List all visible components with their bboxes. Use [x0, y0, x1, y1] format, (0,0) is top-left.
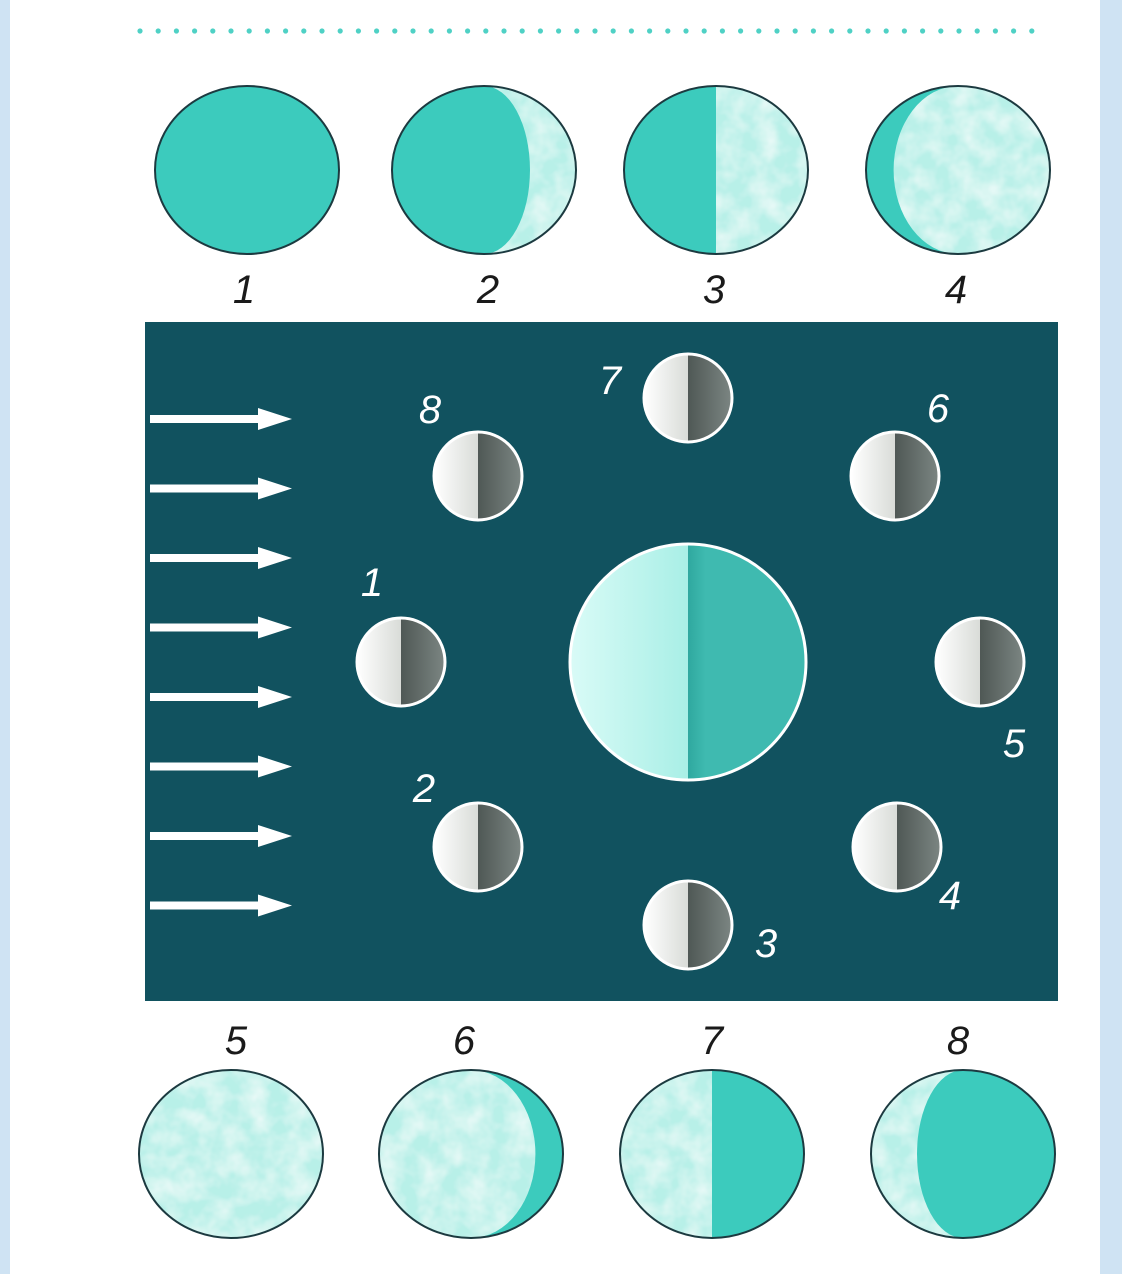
rule-dot: [720, 28, 725, 33]
half-lit-moon-icon: [853, 803, 941, 891]
half-lit-moon-icon: [434, 432, 522, 520]
rule-dot: [228, 28, 233, 33]
moon-phase-icon: [866, 86, 1050, 254]
rule-dot: [447, 28, 452, 33]
rule-dot: [265, 28, 270, 33]
half-lit-moon-icon: [851, 432, 939, 520]
half-lit-moon-icon: [644, 354, 732, 442]
rule-dot: [702, 28, 707, 33]
rule-dot: [884, 28, 889, 33]
rule-dot: [683, 28, 688, 33]
rule-dot: [301, 28, 306, 33]
rule-dot: [756, 28, 761, 33]
rule-dot: [429, 28, 434, 33]
orbit-label: 1: [361, 561, 383, 605]
rule-dot: [483, 28, 488, 33]
rule-dot: [174, 28, 179, 33]
rule-dot: [774, 28, 779, 33]
phase-label: 1: [233, 268, 255, 312]
rule-dot: [793, 28, 798, 33]
orbit-label: 8: [419, 388, 442, 432]
rule-dot: [319, 28, 324, 33]
rule-dot: [629, 28, 634, 33]
rule-dot: [465, 28, 470, 33]
phase-label: 6: [453, 1019, 476, 1063]
half-lit-moon-icon: [936, 618, 1024, 706]
rule-dot: [283, 28, 288, 33]
rule-dot: [338, 28, 343, 33]
half-lit-moon-icon: [357, 618, 445, 706]
phase-label: 3: [703, 268, 725, 312]
orbit-label: 6: [927, 387, 950, 431]
rule-dot: [665, 28, 670, 33]
rule-dot: [920, 28, 925, 33]
half-lit-moon-icon: [644, 881, 732, 969]
rule-dot: [501, 28, 506, 33]
rule-dot: [829, 28, 834, 33]
rule-dot: [865, 28, 870, 33]
rule-dot: [902, 28, 907, 33]
orbit-label: 4: [939, 874, 961, 918]
rule-dot: [592, 28, 597, 33]
rule-dot: [192, 28, 197, 33]
orbit-label: 2: [412, 767, 435, 811]
rule-dot: [574, 28, 579, 33]
phase-label: 7: [701, 1019, 725, 1063]
rule-dot: [556, 28, 561, 33]
rule-dot: [137, 28, 142, 33]
rule-dot: [611, 28, 616, 33]
phase-label: 4: [945, 268, 967, 312]
moon-phase-icon: [624, 86, 808, 254]
rule-dot: [538, 28, 543, 33]
rule-dot: [993, 28, 998, 33]
phase-label: 2: [476, 268, 499, 312]
rule-dot: [410, 28, 415, 33]
rule-dot: [811, 28, 816, 33]
rule-dot: [738, 28, 743, 33]
rule-dot: [247, 28, 252, 33]
rule-dot: [956, 28, 961, 33]
rule-dot: [374, 28, 379, 33]
orbit-label: 5: [1003, 722, 1026, 766]
rule-dot: [975, 28, 980, 33]
rule-dot: [1029, 28, 1034, 33]
rule-dot: [1011, 28, 1016, 33]
moon-phase-icon: [620, 1070, 804, 1238]
moon-phase-icon: [379, 1070, 563, 1238]
rule-dot: [156, 28, 161, 33]
rule-dot: [392, 28, 397, 33]
rule-dot: [647, 28, 652, 33]
half-lit-moon-icon: [434, 803, 522, 891]
moon-phase-icon: [155, 86, 339, 254]
orbit-label: 7: [599, 359, 623, 403]
moon-phase-icon: [871, 1070, 1055, 1238]
rule-dot: [210, 28, 215, 33]
half-lit-earth-icon: [570, 544, 806, 780]
rule-dot: [520, 28, 525, 33]
rule-dot: [938, 28, 943, 33]
moon-phase-icon: [392, 86, 576, 254]
moon-phase-icon: [139, 1070, 323, 1238]
rule-dot: [847, 28, 852, 33]
phase-label: 5: [225, 1019, 248, 1063]
rule-dot: [356, 28, 361, 33]
orbit-label: 3: [755, 922, 777, 966]
phase-label: 8: [947, 1019, 970, 1063]
